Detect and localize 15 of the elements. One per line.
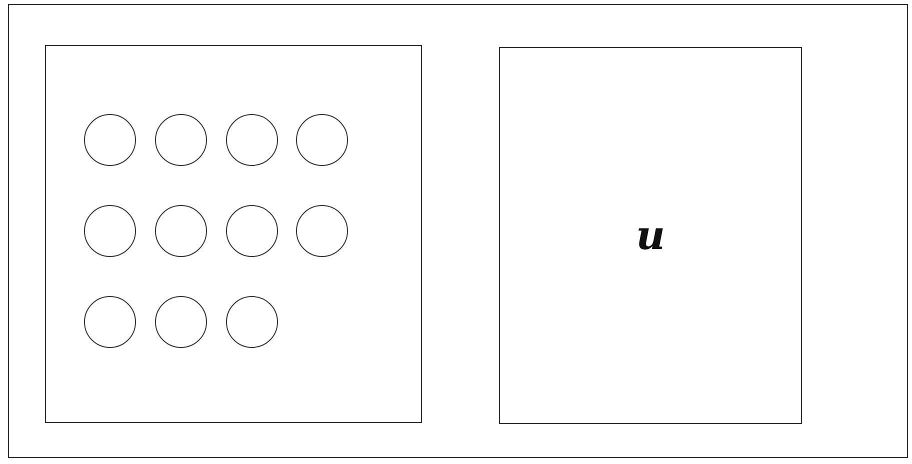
circle-shape <box>296 205 348 257</box>
circle-shape <box>155 114 207 166</box>
circle-shape <box>296 114 348 166</box>
circle-shape <box>155 296 207 348</box>
frame-box <box>8 4 908 458</box>
text-box <box>499 47 802 424</box>
circle-shape <box>84 296 136 348</box>
circle-shape <box>84 205 136 257</box>
circle-shape <box>155 205 207 257</box>
circle-shape <box>84 114 136 166</box>
circle-shape <box>226 205 278 257</box>
variable-symbol: u <box>636 216 666 256</box>
circle-shape <box>226 114 278 166</box>
circle-shape <box>226 296 278 348</box>
frame-box <box>45 45 422 423</box>
